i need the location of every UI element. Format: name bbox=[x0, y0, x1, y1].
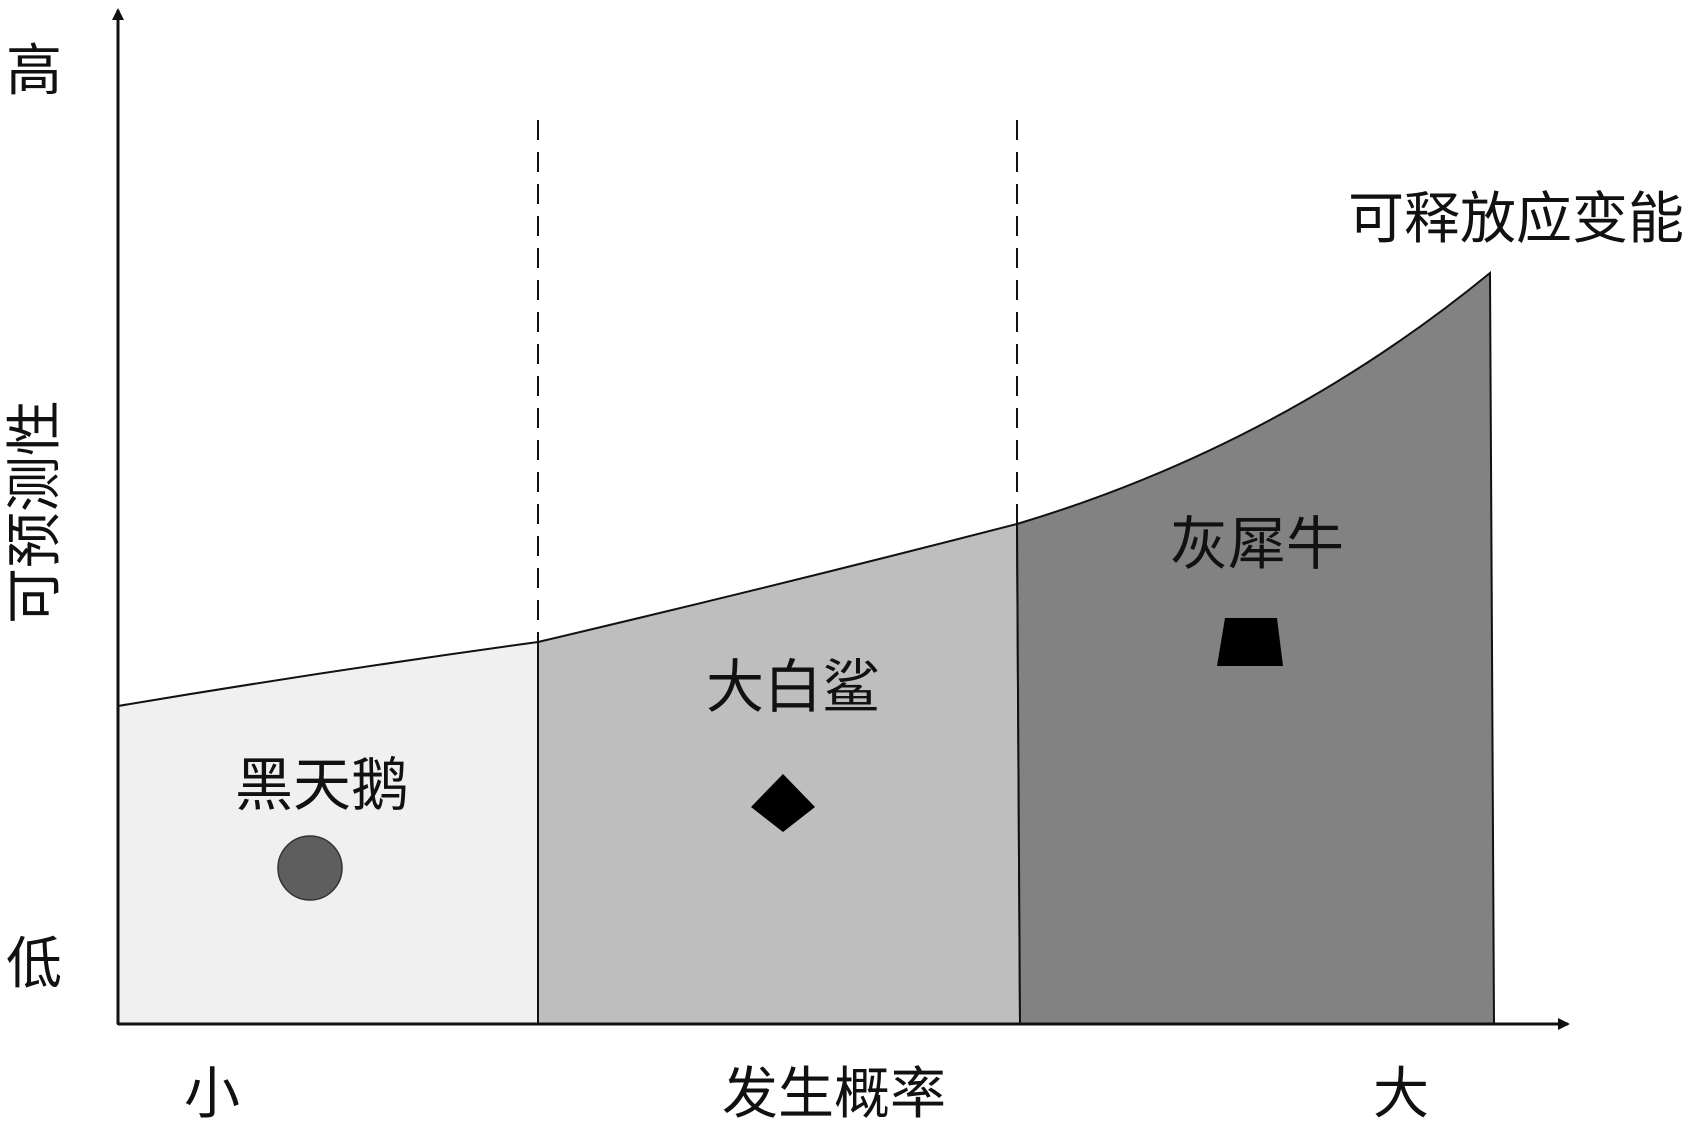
zone-label-great-white-shark: 大白鲨 bbox=[706, 653, 880, 721]
zone-label-black-swan: 黑天鹅 bbox=[235, 751, 409, 819]
zone-label-grey-rhino: 灰犀牛 bbox=[1170, 510, 1344, 578]
zone-great-white-shark bbox=[537, 522, 1022, 1025]
x-axis-small-label: 小 bbox=[184, 1062, 240, 1124]
y-axis-low-label: 低 bbox=[6, 932, 62, 997]
circle-icon bbox=[277, 835, 343, 901]
y-axis-title: 可预测性 bbox=[3, 400, 68, 624]
x-axis-title: 发生概率 bbox=[722, 1062, 946, 1124]
zone-black-swan bbox=[117, 640, 539, 1025]
curve-label: 可释放应变能 bbox=[1348, 187, 1684, 252]
diamond-icon bbox=[751, 774, 815, 832]
x-axis-large-label: 大 bbox=[1373, 1062, 1429, 1124]
y-axis-high-label: 高 bbox=[6, 39, 62, 104]
trapezoid-icon bbox=[1217, 618, 1283, 666]
